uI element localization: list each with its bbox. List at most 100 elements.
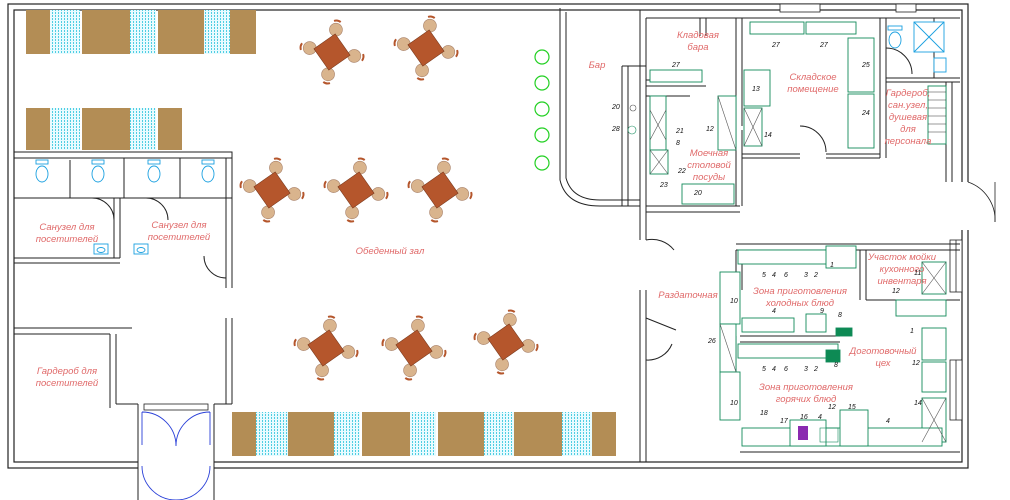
chair [403,363,417,378]
visitor-toilets [35,159,215,255]
room-label-wc-visitors-2: Санузел для посетителей [147,220,211,243]
room-label-warehouse: Складское помещение [787,72,839,95]
chair-back [316,377,325,381]
chair-back [381,338,385,347]
room-label-dish-wash: Моечная столовой посуды [687,148,731,183]
equipment-number: 20 [694,190,702,197]
chair [287,187,302,201]
room-label-staff-wc: Гардероб, сан.узел, душевая для персонал… [884,88,932,147]
equipment-number: 8 [676,140,680,147]
equipment-number: 12 [892,288,900,295]
top-left-furniture-rows [26,10,256,150]
chair [429,205,443,220]
chair-back [430,219,439,223]
equipment-number: 5 [762,366,766,373]
room-label-wc-visitors-1: Санузел для посетителей [35,222,99,245]
staff-sanitary [887,21,947,145]
chair-back [346,219,355,223]
equipment-number: 15 [848,404,856,411]
dining-table [473,309,539,375]
dining-table [407,157,473,223]
chair [429,345,444,359]
equipment-number: 13 [752,86,760,93]
equipment-number: 27 [672,62,680,69]
room-label-prep-shop: Доготовочный цех [849,346,917,369]
chair-back [323,180,327,189]
chair-back [407,180,411,189]
chair-back [262,219,271,223]
chair-back [333,19,342,23]
equipment-number: 12 [706,126,714,133]
chair [455,187,470,201]
chair-back [441,157,450,161]
chair-back [507,309,516,313]
equipment-number: 11 [914,270,922,277]
chair-back [357,157,366,161]
outer-walls [7,3,969,469]
equipment-number: 8 [838,312,842,319]
chair [410,179,425,193]
chair [495,357,509,372]
main-entrance [137,403,215,500]
chair [345,205,359,220]
windows [779,3,963,421]
equipment-number: 16 [800,414,808,421]
interior-walls [13,8,960,462]
equipment-number: 21 [676,128,684,135]
chair [296,337,311,351]
chair [323,318,337,333]
equipment-number: 14 [764,132,772,139]
equipment-number: 23 [660,182,668,189]
chair-back [385,191,389,200]
chair-back [443,349,447,358]
table-top [421,171,459,209]
equipment-number: 1 [910,328,914,335]
table-top [313,33,351,71]
chair [321,67,335,82]
chair [521,339,536,353]
chair [384,337,399,351]
room-label-inventory-wash: Участок мойки кухонного инвентаря [867,252,937,287]
chair [242,179,257,193]
dining-table [381,315,447,381]
room-label-serving: Раздаточная [658,290,718,301]
chair [476,331,491,345]
kitchen-equipment-details [627,95,947,443]
chair-back [355,349,359,358]
equipment-number: 14 [914,400,922,407]
room-label-hot-zone: Зона приготовления горячих блюд [759,382,853,405]
chair-back [416,77,425,81]
chair-back [361,53,365,62]
chair-back [239,180,243,189]
chair-back [473,332,477,341]
chair [371,187,386,201]
chair-back [535,343,539,352]
chair-back [415,315,424,319]
equipment-number: 4 [886,418,890,425]
bottom-furniture-rows [232,412,616,456]
room-label-cold-zone: Зона приготовления холодных блюд [753,286,847,309]
equipment-number: 22 [678,168,686,175]
chair [353,160,367,175]
chair [437,160,451,175]
chair [411,318,425,333]
equipment-number: 10 [730,400,738,407]
table-top [307,329,345,367]
table-top [395,329,433,367]
equipment-number: 25 [862,62,870,69]
equipment-number: 9 [820,308,824,315]
table-top [407,29,445,67]
equipment-number: 12 [828,404,836,411]
chair-back [496,371,505,375]
chair-back [327,315,336,319]
equipment-number: 28 [612,126,620,133]
chair [415,63,429,78]
chair-back [427,15,436,19]
equipment-number: 3 [804,272,808,279]
table-top [487,323,525,361]
dining-table [239,157,305,223]
chair [261,205,275,220]
chair [341,345,356,359]
room-label-wardrobe-visitors: Гардероб для посетителей [35,366,99,389]
